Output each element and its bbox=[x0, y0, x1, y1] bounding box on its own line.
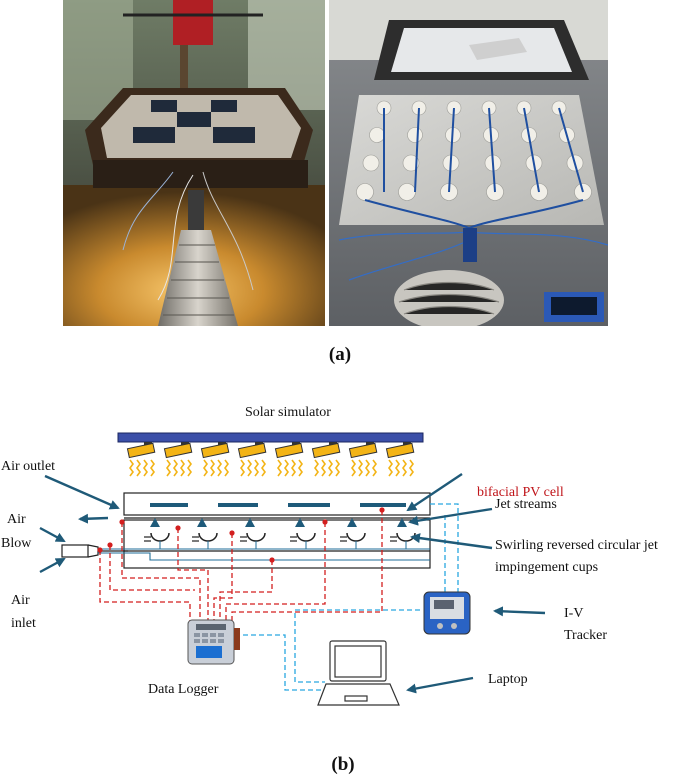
pv-cell-strip bbox=[360, 503, 406, 507]
bifacial-pv-cells bbox=[150, 503, 406, 507]
iv-tracker-device bbox=[423, 591, 471, 635]
label-laptop: Laptop bbox=[488, 672, 528, 687]
label-iv-tracker-line2: Tracker bbox=[564, 628, 607, 643]
thermocouple-wires bbox=[99, 510, 383, 622]
pv-cell-strip bbox=[288, 503, 330, 507]
jet-stream bbox=[347, 518, 357, 527]
jet-stream bbox=[397, 518, 407, 527]
data-logger-device bbox=[187, 619, 240, 665]
label-solar-simulator: Solar simulator bbox=[245, 405, 331, 420]
lamp bbox=[311, 442, 341, 477]
lamp bbox=[348, 442, 378, 477]
air-inlet-nozzle bbox=[61, 544, 128, 558]
jet-stream-markers bbox=[150, 518, 407, 527]
label-cups-line2: impingement cups bbox=[495, 560, 598, 575]
label-air-outlet: Air outlet bbox=[1, 459, 55, 474]
pv-cell-strip bbox=[150, 503, 188, 507]
lamp bbox=[126, 442, 156, 477]
panel-label-b: (b) bbox=[331, 754, 355, 775]
panel-label-a: (a) bbox=[328, 344, 352, 365]
laptop-device bbox=[317, 640, 400, 706]
jet-stream bbox=[295, 518, 305, 527]
label-cups-line1: Swirling reversed circular jet bbox=[495, 538, 658, 553]
solar-simulator-bar bbox=[117, 432, 424, 443]
impingement-cup bbox=[144, 532, 170, 549]
label-data-logger: Data Logger bbox=[148, 682, 219, 697]
thermocouple-junctions bbox=[97, 507, 385, 563]
annotation-arrows bbox=[39, 473, 546, 694]
label-air-inlet-line2: inlet bbox=[11, 616, 36, 631]
impingement-cup bbox=[192, 532, 218, 549]
label-iv-tracker-line1: I-V bbox=[564, 606, 583, 621]
lamp bbox=[163, 442, 193, 477]
jet-stream bbox=[150, 518, 160, 527]
label-air-blow-line1: Air bbox=[7, 512, 26, 527]
air-supply-manifold bbox=[98, 548, 430, 561]
lamp bbox=[237, 442, 267, 477]
pv-cell-strip bbox=[218, 503, 258, 507]
impingement-cup bbox=[240, 532, 266, 549]
photo-impingement-cups bbox=[329, 0, 608, 326]
impingement-cups bbox=[144, 532, 416, 549]
schematic-diagram: Solar simulator bbox=[1, 405, 658, 706]
lamp bbox=[200, 442, 230, 477]
jet-stream bbox=[245, 518, 255, 527]
lamp bbox=[274, 442, 304, 477]
label-air-blow-line2: Blow bbox=[1, 536, 32, 551]
label-bifacial-pv-cell: bifacial PV cell bbox=[477, 485, 564, 500]
impingement-cup bbox=[340, 532, 366, 549]
impingement-cup bbox=[290, 532, 316, 549]
jet-stream bbox=[197, 518, 207, 527]
signal-wires bbox=[235, 503, 459, 691]
label-air-inlet-line1: Air bbox=[11, 593, 30, 608]
photo-test-rig-front bbox=[63, 0, 325, 326]
lamp-array bbox=[126, 442, 415, 477]
label-jet-streams: Jet streams bbox=[495, 497, 557, 512]
impingement-cup bbox=[390, 532, 416, 549]
lamp bbox=[385, 442, 415, 477]
